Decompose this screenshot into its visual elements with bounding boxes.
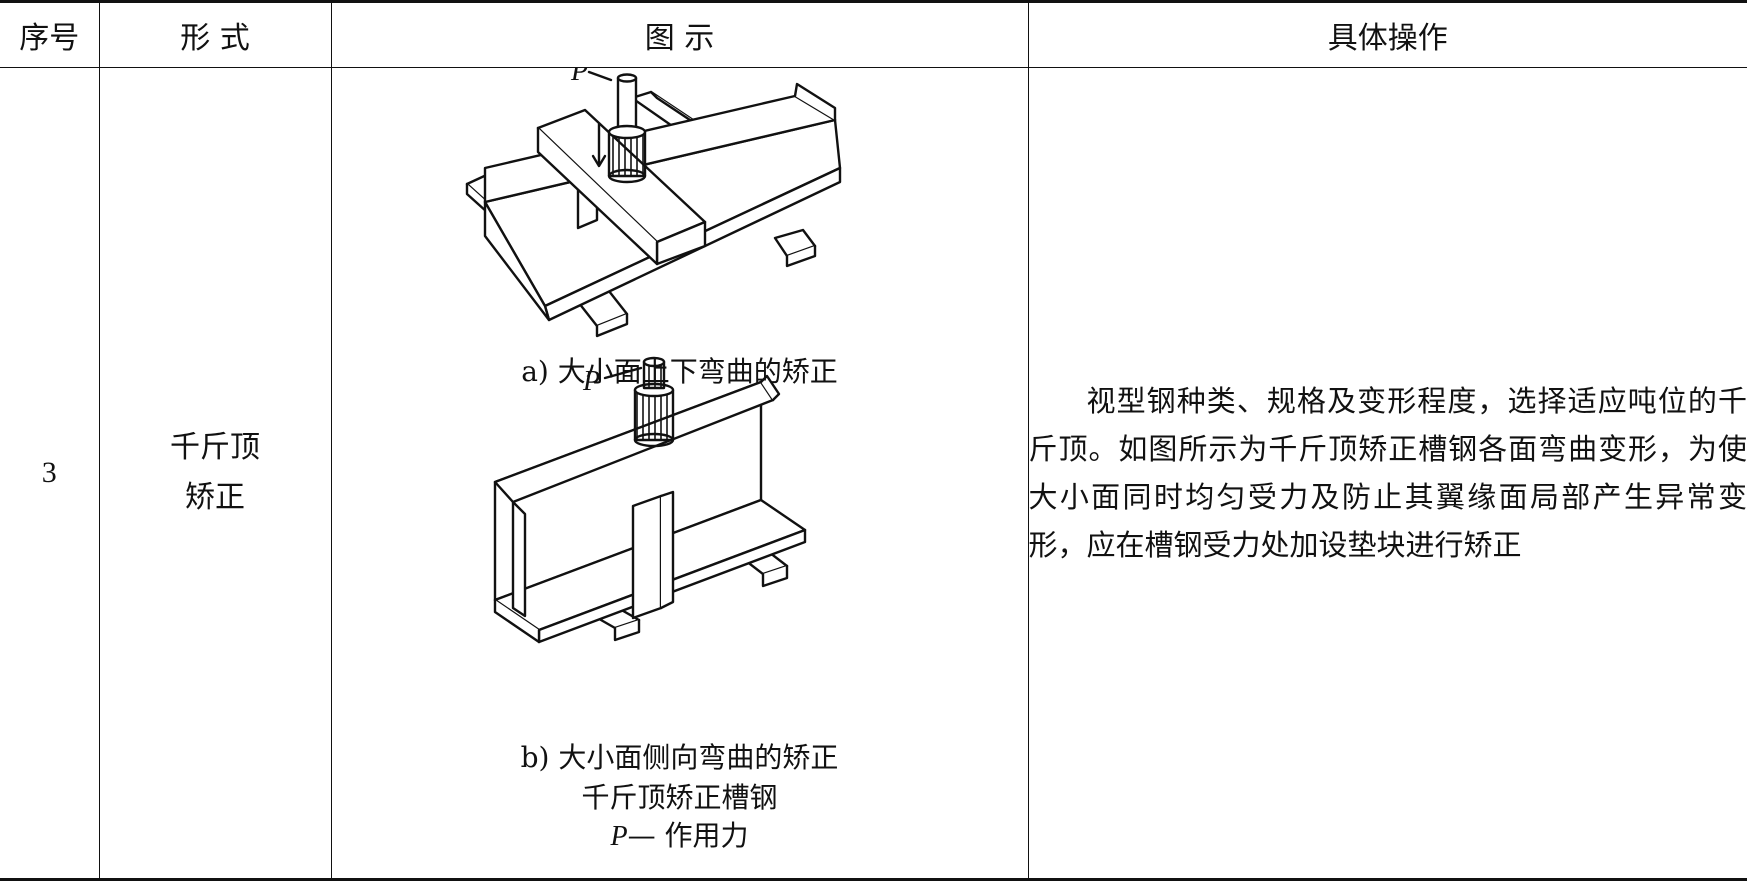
header-number: 序号 — [0, 1, 100, 68]
caption-b: b) 大小面侧向弯曲的矫正 — [520, 741, 839, 774]
header-figure: 图 示 — [330, 1, 1029, 68]
table-row: 3 千斤顶 矫正 — [0, 67, 1747, 880]
caption-title: 千斤顶矫正槽钢 — [581, 781, 778, 814]
jack-correction-drawing: P P — [465, 68, 841, 644]
form-line-1: 千斤顶 — [170, 430, 260, 465]
figure-b-drawing — [493, 356, 806, 644]
caption-a: a) 大小面上下弯曲的矫正 — [521, 355, 838, 388]
legend-text: — 作用力 — [627, 819, 749, 852]
header-form: 形 式 — [98, 1, 332, 68]
row-number: 3 — [0, 67, 100, 880]
legend-symbol: P — [610, 821, 628, 852]
header-operation: 具体操作 — [1027, 1, 1747, 68]
form-line-2: 矫正 — [185, 480, 245, 515]
row-figure: P P a) 大小面上下弯曲的矫正 b) 大小面侧向弯曲的矫正 千斤顶矫正槽钢 … — [330, 67, 1029, 880]
caption-legend: P— 作用力 — [335, 814, 1025, 854]
load-label-a: P — [570, 68, 588, 87]
header-row: 序号 形 式 图 示 具体操作 — [0, 1, 1747, 68]
row-operation: 视型钢种类、规格及变形程度，选择适应吨位的千斤顶。如图所示为千斤顶矫正槽钢各面弯… — [1027, 67, 1747, 880]
operation-text: 视型钢种类、规格及变形程度，选择适应吨位的千斤顶。如图所示为千斤顶矫正槽钢各面弯… — [1028, 384, 1747, 562]
row-form: 千斤顶 矫正 — [98, 67, 332, 880]
load-label-b: P — [582, 366, 600, 397]
figure-a-drawing — [465, 70, 841, 338]
figure-box: P P a) 大小面上下弯曲的矫正 b) 大小面侧向弯曲的矫正 千斤顶矫正槽钢 … — [335, 68, 1025, 878]
